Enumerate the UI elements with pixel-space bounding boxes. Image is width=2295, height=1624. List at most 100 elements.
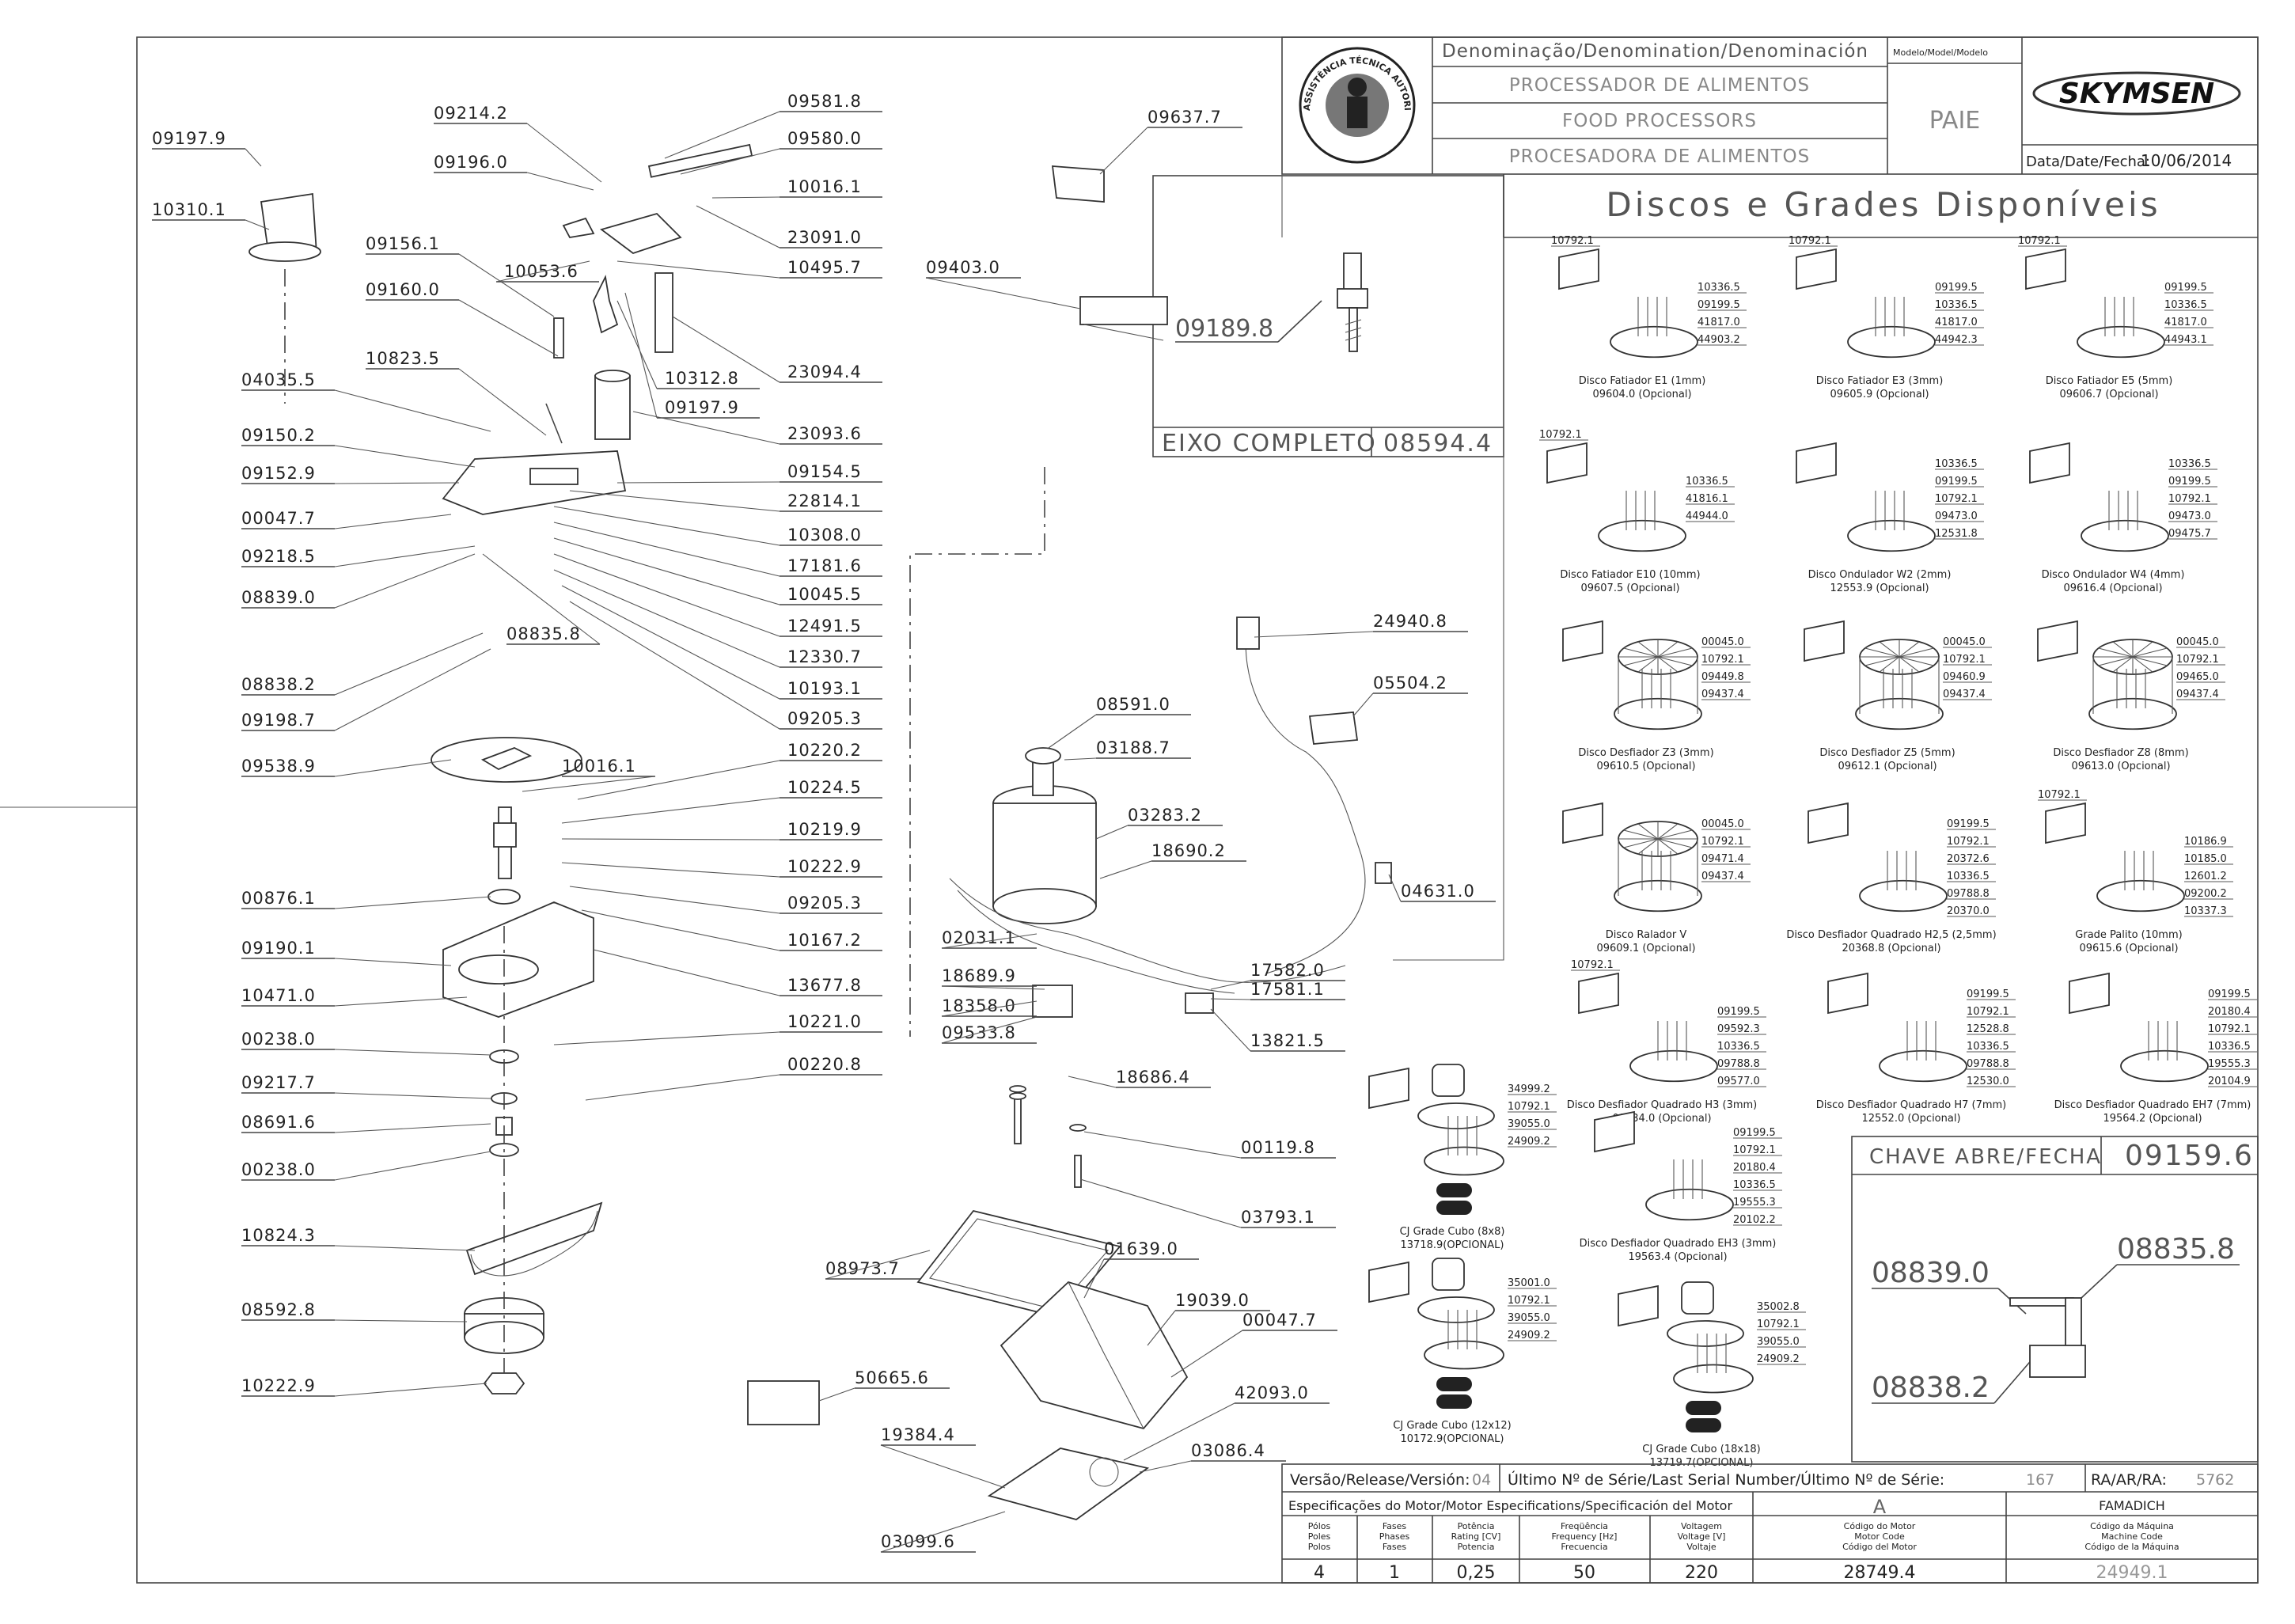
right-label-6: 10312.8 — [665, 369, 739, 388]
disc-3-label-2: 41816.1 — [1686, 493, 1728, 505]
ra-label: RA/AR/RA: — [2091, 1471, 2167, 1489]
disc-6-label-0: 00045.0 — [1701, 636, 1744, 648]
motor-value-5: 28749.4 — [1844, 1563, 1916, 1583]
left-callouts: 09197.910310.109214.209196.009156.109160… — [152, 104, 656, 1397]
disc-6-name: Disco Desfiador Z3 (3mm) — [1578, 747, 1713, 759]
eixo-label: EIXO COMPLETO — [1162, 430, 1377, 457]
disc-1-label-1: 09199.5 — [1935, 282, 1978, 294]
disc-9-code: 09609.1 (Opcional) — [1596, 943, 1695, 954]
disc-4-name: Disco Ondulador W2 (2mm) — [1808, 569, 1952, 581]
disc-7-code: 09612.1 (Opcional) — [1838, 761, 1937, 772]
disc-16-name: Disco Desfiador Quadrado EH3 (3mm) — [1580, 1238, 1777, 1250]
disc-12: 10792.109199.509592.310336.509788.809577… — [1567, 959, 1766, 1125]
disc-8-label-1: 10792.1 — [2176, 654, 2219, 666]
discs-area: 10792.110336.509199.541817.044903.2Disco… — [1368, 235, 2257, 1469]
disc-3-label-1: 10336.5 — [1686, 476, 1728, 488]
disc-11-label-0: 10792.1 — [2038, 789, 2081, 801]
center-label-1: 09403.0 — [926, 258, 1000, 277]
disc-1-code: 09605.9 (Opcional) — [1830, 389, 1929, 400]
center-label-14: 17581.1 — [1250, 980, 1325, 999]
release-motor-table: Versão/Release/Versión: 04 Último Nº de … — [1281, 1463, 2259, 1584]
left-label-9: 09152.9 — [241, 464, 316, 483]
disc-5-code: 09616.4 (Opcional) — [2063, 582, 2162, 594]
disc-5-label-1: 09199.5 — [2168, 476, 2211, 488]
disc-7-label-0: 00045.0 — [1943, 636, 1986, 648]
disc-10: 09199.510792.120372.610336.509788.820370… — [1786, 802, 1997, 954]
center-label-4: 08591.0 — [1096, 695, 1170, 714]
motor-header-4-1: Voltage [V] — [1678, 1531, 1726, 1542]
motor-header-1-0: Fases — [1383, 1521, 1407, 1531]
disc-10-label-0: 09199.5 — [1947, 818, 1990, 830]
motor-header-0-0: Pólos — [1308, 1521, 1331, 1531]
disc-13-label-1: 10792.1 — [1967, 1006, 2009, 1018]
switch-key-drawing — [2009, 1297, 2086, 1378]
disc-5-name: Disco Ondulador W4 (4mm) — [2042, 569, 2185, 581]
motor-header-5-1: Motor Code — [1854, 1531, 1905, 1542]
center-label-15: 13821.5 — [1250, 1031, 1325, 1050]
center-label-10: 18358.0 — [942, 996, 1016, 1015]
right-label-27: 00220.8 — [787, 1055, 862, 1074]
disc-16-label-3: 10336.5 — [1733, 1179, 1776, 1191]
disc-5-label-2: 10792.1 — [2168, 493, 2211, 505]
disc-11-label-1: 10186.9 — [2184, 836, 2227, 848]
left-label-20: 10471.0 — [241, 986, 316, 1005]
disc-10-label-3: 10336.5 — [1947, 871, 1990, 882]
motor-header-3-2: Frecuencia — [1561, 1542, 1607, 1552]
disc-12-label-2: 09592.3 — [1717, 1023, 1760, 1035]
left-label-15: 09198.7 — [241, 711, 316, 730]
serial-value: 167 — [2026, 1471, 2054, 1489]
disc-2-label-1: 09199.5 — [2164, 282, 2207, 294]
left-label-23: 08691.6 — [241, 1113, 316, 1132]
disc-13-label-3: 10336.5 — [1967, 1041, 2009, 1053]
disc-14: 09199.520180.410792.110336.519555.320104… — [2054, 972, 2257, 1125]
right-label-5: 10495.7 — [787, 258, 862, 277]
disc-7-name: Disco Desfiador Z5 (5mm) — [1819, 747, 1955, 759]
disc-6-label-1: 10792.1 — [1701, 654, 1744, 666]
center-label-3: 05504.2 — [1373, 674, 1447, 692]
disc-5-label-4: 09475.7 — [2168, 528, 2211, 540]
eixo-completo-box: EIXO COMPLETO 08594.4 09189.8 — [1152, 175, 1504, 457]
right-label-18: 09205.3 — [787, 709, 862, 728]
center-label-8: 02031.1 — [942, 928, 1016, 947]
disc-3-code: 09607.5 (Opcional) — [1580, 582, 1679, 594]
left-label-18: 00876.1 — [241, 889, 316, 908]
disc-13-label-4: 09788.8 — [1967, 1058, 2009, 1070]
disc-4-label-2: 10792.1 — [1935, 493, 1978, 505]
chave-part-1: 08839.0 — [1872, 1257, 1990, 1289]
disc-13-name: Disco Desfiador Quadrado H7 (7mm) — [1816, 1099, 2007, 1111]
left-label-22: 09217.7 — [241, 1073, 316, 1092]
disc-9-label-0: 00045.0 — [1701, 818, 1744, 830]
disc-18-code: 13719.7(OPCIONAL) — [1650, 1457, 1754, 1469]
disc-9-label-3: 09437.4 — [1701, 871, 1744, 882]
motor-header-6-0: Código da Máquina — [2090, 1521, 2174, 1531]
center-label-20: 01639.0 — [1104, 1239, 1178, 1258]
left-label-3: 09196.0 — [434, 153, 508, 172]
disc-3-label-0: 10792.1 — [1539, 429, 1582, 441]
disc-18-label-2: 39055.0 — [1757, 1336, 1800, 1348]
motor-value-1: 1 — [1389, 1563, 1400, 1583]
disc-16: 09199.510792.120180.410336.519555.320102… — [1580, 1110, 1782, 1263]
disc-3-label-3: 44944.0 — [1686, 510, 1728, 522]
disc-12-name: Disco Desfiador Quadrado H3 (3mm) — [1567, 1099, 1758, 1111]
center-label-24: 42093.0 — [1235, 1383, 1309, 1402]
motor-header-0-1: Poles — [1308, 1531, 1331, 1542]
right-label-11: 22814.1 — [787, 491, 862, 510]
right-label-25: 13677.8 — [787, 976, 862, 995]
right-label-17: 10193.1 — [787, 679, 862, 698]
disc-16-code: 19563.4 (Opcional) — [1628, 1251, 1727, 1263]
version-label: Versão/Release/Versión: — [1290, 1471, 1470, 1489]
disc-3-name: Disco Fatiador E10 (10mm) — [1560, 569, 1700, 581]
disc-4-label-1: 09199.5 — [1935, 476, 1978, 488]
disc-7-label-2: 09460.9 — [1943, 671, 1986, 683]
disc-7-label-3: 09437.4 — [1943, 689, 1986, 700]
disc-15-label-2: 39055.0 — [1508, 1118, 1550, 1130]
left-label-8: 09150.2 — [241, 426, 316, 445]
shaft-drawing — [1337, 252, 1368, 352]
disc-12-label-1: 09199.5 — [1717, 1006, 1760, 1018]
disc-8-label-3: 09437.4 — [2176, 689, 2219, 700]
disc-10-name: Disco Desfiador Quadrado H2,5 (2,5mm) — [1786, 929, 1996, 941]
disc-2-code: 09606.7 (Opcional) — [2059, 389, 2158, 400]
denomination-label: Denominação/Denomination/Denominación — [1442, 41, 1868, 62]
